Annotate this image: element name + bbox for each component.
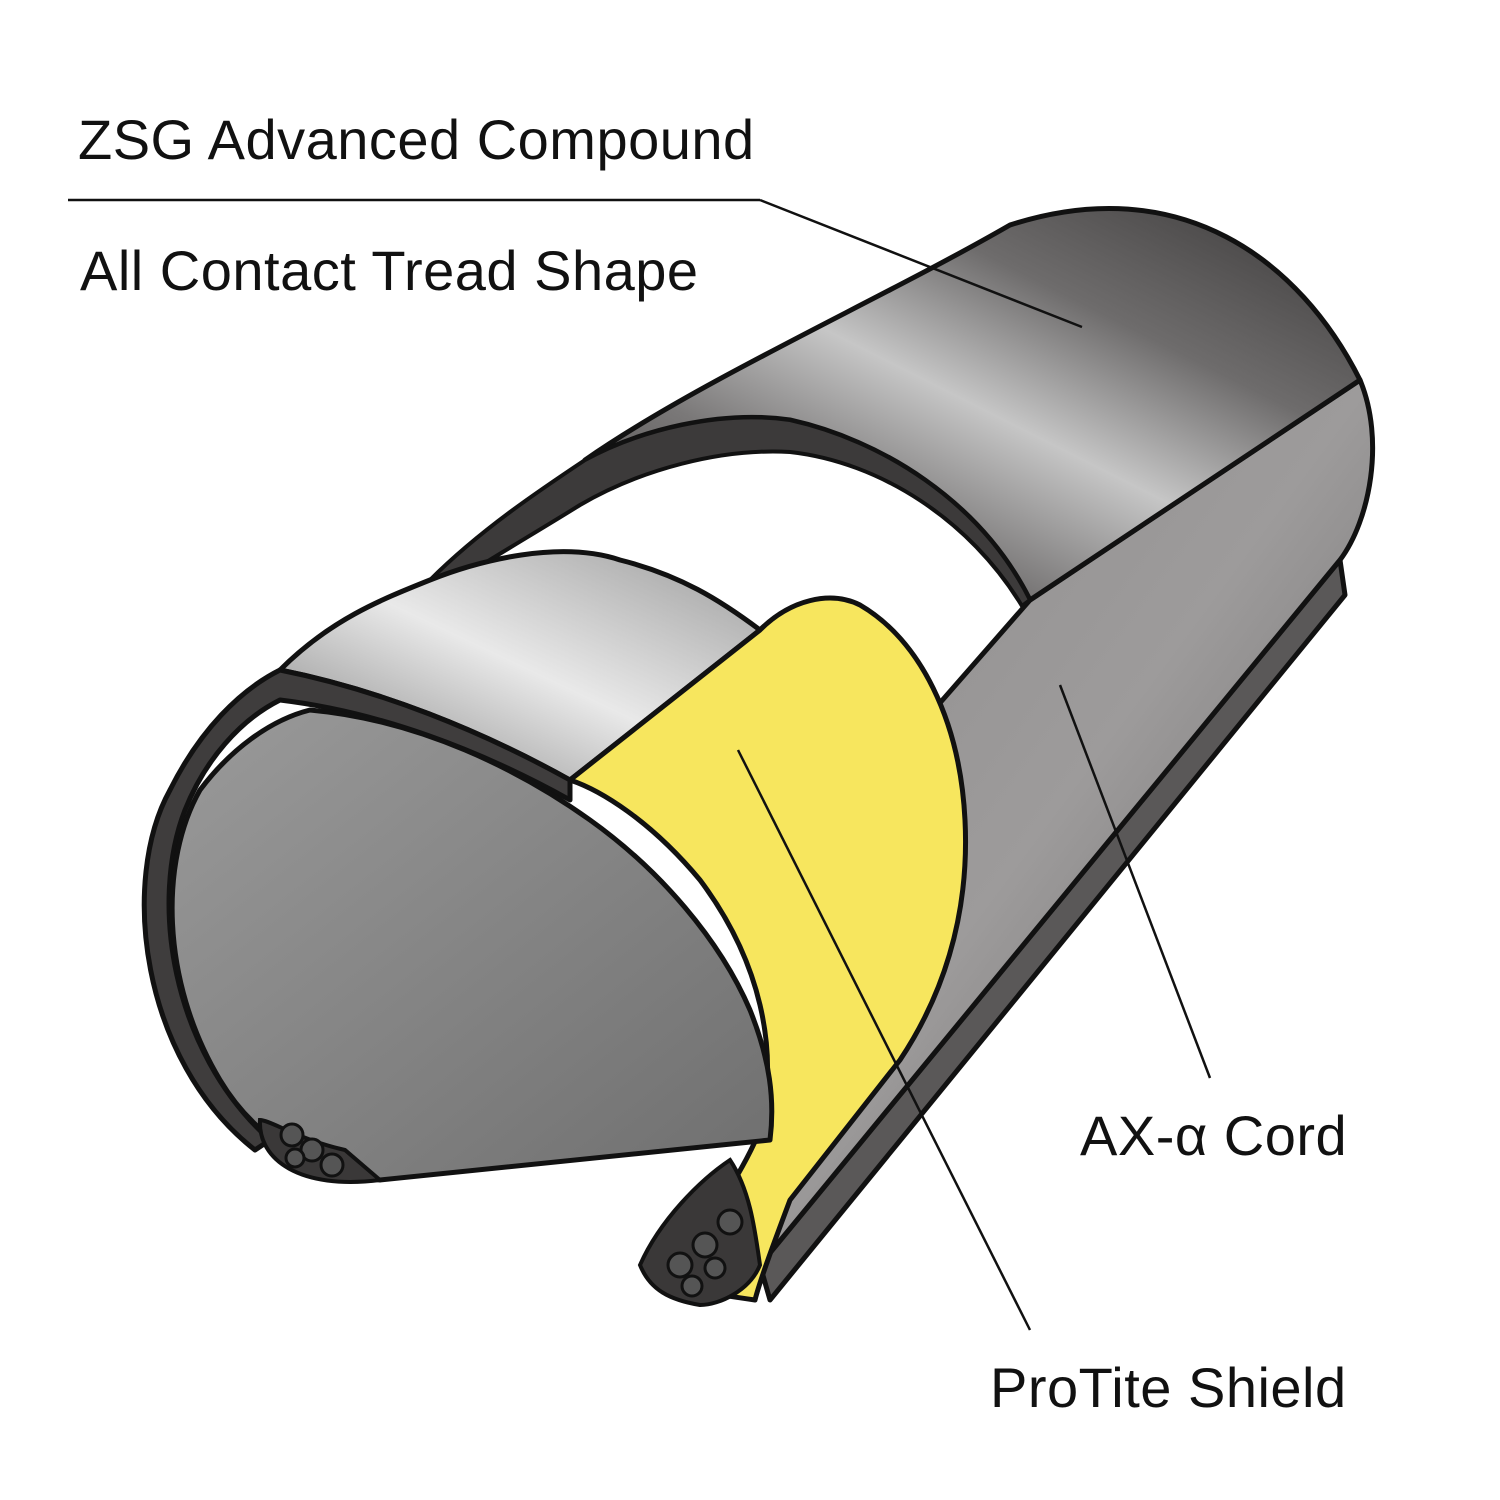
ax-cord-leader-line — [1058, 684, 1212, 1079]
protite-shield-label: ProTite Shield — [990, 1356, 1347, 1419]
zsg-compound-label: ZSG Advanced Compound — [78, 108, 755, 171]
breaker-strip — [428, 415, 1032, 608]
section-outer-ring — [141, 667, 573, 1153]
ax-cord-label: AX-α Cord — [1080, 1104, 1348, 1167]
zsg-leader-line — [759, 198, 1083, 329]
protite-shield-layer — [567, 595, 969, 1303]
bead-cable-icon — [666, 1208, 744, 1298]
tread-shape-label: All Contact Tread Shape — [80, 239, 699, 302]
inner-liner — [169, 707, 775, 1183]
protite-leader-line — [736, 749, 1032, 1331]
bead-cable-icon — [279, 1122, 345, 1178]
